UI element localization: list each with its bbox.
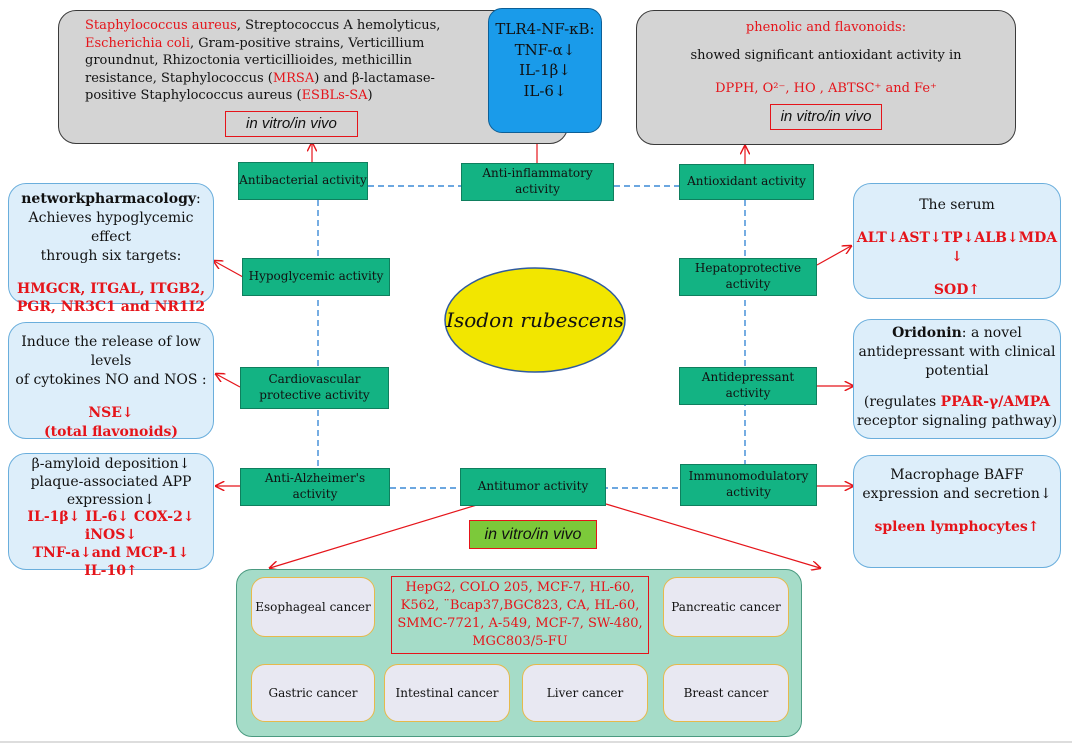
antidepressant-text: (regulates (863, 393, 941, 410)
alzheimer-text: plaque-associated APP (30, 473, 192, 490)
antidepressant-activity-node: Antidepressant activity (679, 367, 817, 405)
colon: : (196, 191, 201, 207)
bacterium-name: ESBLs-SA (301, 88, 368, 104)
nse-marker: NSE↓ (88, 404, 134, 421)
alzheimer-text: expression↓ (66, 491, 156, 508)
immuno-text: Macrophage BAFF (890, 467, 1024, 483)
bacterium-text: , Streptococcus A hemolyticus, (236, 18, 441, 33)
in-vitro-in-vivo-label: in vitro/in vivo (769, 103, 883, 130)
activity-label: activity (726, 485, 771, 499)
cell-lines-text: MGC803/5-FU (472, 633, 568, 649)
antibacterial-activity-node: Antibacterial activity (238, 162, 368, 200)
serum-title: The serum (919, 197, 995, 213)
anti-inflammatory-activity-node: Anti-inflammatory activity (461, 163, 614, 201)
immunomodulatory-detail-box: Macrophage BAFF expression and secretion… (853, 455, 1061, 568)
cytokine-markers: IL-1β↓ IL-6↓ COX-2↓ iNOS↓ (27, 509, 195, 544)
anti-alzheimer-activity-node: Anti-Alzheimer's activity (240, 468, 390, 506)
cancer-gastric: Gastric cancer (251, 664, 375, 722)
center-ellipse (444, 267, 626, 373)
bacterium-name: Staphylococcus aureus (85, 18, 237, 33)
antitumor-activity-node: Antitumor activity (460, 468, 606, 506)
cancer-breast: Breast cancer (663, 664, 789, 722)
cell-lines-box: HepG2, COLO 205, MCF-7, HL-60, K562, ¨Bc… (391, 576, 649, 654)
cancer-liver: Liver cancer (522, 664, 648, 722)
cancer-intestinal: Intestinal cancer (384, 664, 510, 722)
cardiovascular-activity-node: Cardiovascular protective activity (240, 367, 389, 409)
flavonoids-label: (total flavonoids) (43, 423, 178, 440)
red-arrows (214, 134, 853, 568)
cardio-text: Induce the release of low levels (21, 334, 201, 369)
cardio-text: of cytokines NO and NOS : (15, 371, 207, 388)
cancer-pancreatic: Pancreatic cancer (663, 577, 789, 637)
cancer-esophageal: Esophageal cancer (251, 577, 375, 637)
antioxidant-markers: DPPH, O²⁻, HO , ABTSC⁺ and Fe⁺ (715, 81, 937, 97)
bacterium-text: ) and β-lactamase- (314, 70, 435, 86)
immunomodulatory-activity-node: Immunomodulatory activity (680, 464, 817, 506)
cytokine-markers: IL-10↑ (84, 562, 138, 579)
cytokine-label: IL-1β↓ (519, 61, 571, 80)
hypoglycemic-activity-node: Hypoglycemic activity (242, 258, 390, 296)
bacterium-text: ) (367, 88, 373, 104)
antitumor-in-vitro-label: in vitro/in vivo (469, 520, 597, 549)
bacterium-text: , Gram-positive strains, Verticillium (190, 35, 425, 51)
activity-label: Cardiovascular (268, 372, 361, 387)
hypoglycemic-text: Achieves hypoglycemic effect (28, 209, 194, 245)
bacterium-text: positive Staphylococcus aureus ( (85, 88, 302, 104)
target-list: HMGCR, ITGAL, ITGB2, (17, 280, 205, 297)
antioxidant-detail-box: phenolic and flavonoids: showed signific… (636, 10, 1016, 145)
cytokine-label: IL-6↓ (523, 82, 567, 101)
cell-lines-text: K562, ¨Bcap37,BGC823, CA, HL-60, (400, 597, 640, 613)
oridonin-title: Oridonin (892, 325, 962, 341)
bacterium-name: MRSA (272, 70, 315, 86)
immuno-text: expression and secretion↓ (862, 485, 1052, 502)
antioxidant-title: phenolic and flavonoids: (745, 20, 907, 35)
target-list: PGR, NR3C1 and NR1I2 (16, 299, 206, 316)
pathway-marker: PPAR-γ/AMPA (940, 393, 1051, 410)
bacterium-name: Escherichia coli (85, 35, 190, 51)
center-label: Isodon rubescens (446, 308, 624, 332)
sod-marker: SOD↑ (933, 281, 981, 298)
lymphocyte-marker: spleen lymphocytes↑ (874, 518, 1040, 535)
cell-lines-text: SMMC-7721, A-549, MCF-7, SW-480, (397, 615, 643, 631)
cardiovascular-detail-box: Induce the release of low levels of cyto… (8, 322, 214, 440)
antioxidant-text: showed significant antioxidant activity … (690, 47, 962, 63)
hepatoprotective-detail-box: The serum ALT↓AST↓TP↓ALB↓MDA ↓ SOD↑ (853, 183, 1061, 299)
cytokine-markers: TNF-a↓and MCP-1↓ (32, 544, 190, 561)
antidepressant-text: potential (925, 362, 989, 379)
antidepressant-text: antidepressant with clinical (858, 343, 1056, 360)
activity-label: protective activity (259, 388, 370, 402)
bacterium-text: groundnut, Rhizoctonia verticillioides, … (85, 53, 412, 69)
alzheimer-detail-box: β-amyloid deposition↓ plaque-associated … (8, 453, 214, 579)
alzheimer-text: β-amyloid deposition↓ (31, 456, 191, 472)
network-pharmacology-title: networkpharmacology (21, 191, 197, 207)
hypoglycemic-text: through six targets: (40, 247, 182, 264)
inflammation-detail-box: TLR4-NF-κB: TNF-α↓ IL-1β↓ IL-6↓ (488, 8, 602, 133)
antidepressant-text: : a novel (961, 325, 1022, 341)
cytokine-label: TNF-α↓ (514, 40, 576, 59)
serum-markers: ALT↓AST↓TP↓ALB↓MDA ↓ (856, 229, 1058, 265)
hepatoprotective-activity-node: Hepatoprotective activity (679, 258, 817, 296)
antidepressant-text: receptor signaling pathway) (856, 412, 1058, 429)
pathway-label: TLR4-NF-κB: (495, 20, 595, 38)
antidepressant-detail-box: Oridonin: a novel antidepressant with cl… (853, 319, 1061, 439)
activity-label: Immunomodulatory (688, 469, 809, 484)
hypoglycemic-detail-box: networkpharmacology: Achieves hypoglycem… (8, 183, 214, 315)
cell-lines-text: HepG2, COLO 205, MCF-7, HL-60, (405, 580, 635, 595)
antibacterial-detail-box: Staphylococcus aureus, Streptococcus A h… (58, 10, 568, 144)
dashed-links (317, 185, 746, 490)
bacterium-text: resistance, Staphylococcus ( (85, 70, 273, 86)
antioxidant-activity-node: Antioxidant activity (679, 164, 814, 200)
in-vitro-in-vivo-label: in vitro/in vivo (225, 110, 358, 137)
